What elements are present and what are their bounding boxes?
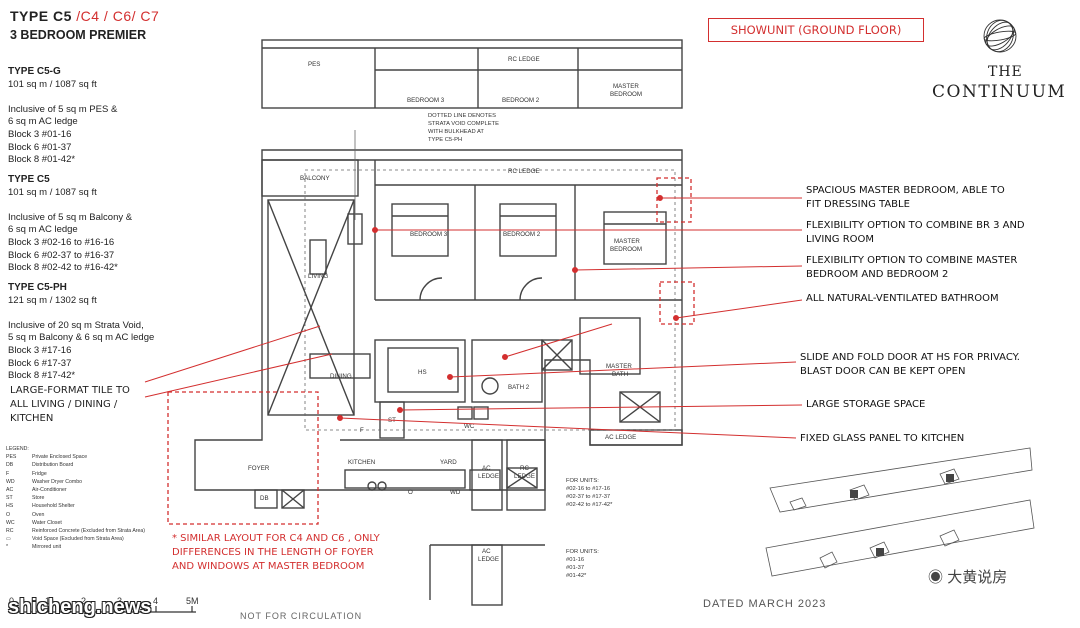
room-ledge-3: LEDGE	[478, 556, 499, 563]
dated-label: DATED MARCH 2023	[703, 598, 827, 610]
unit-type-variants: /C4 / C6/ C7	[71, 8, 160, 24]
room-master-gf-2: BEDROOM	[610, 91, 642, 98]
units-note-line: FOR UNITS:	[566, 549, 599, 555]
room-foyer: FOYER	[248, 465, 270, 472]
unit-type-title: TYPE C5 /C4 / C6/ C7	[10, 8, 159, 24]
unit-type-label: TYPE C5	[10, 8, 72, 24]
spec-c5: TYPE C5 101 sq m / 1087 sq ft Inclusive …	[8, 174, 133, 274]
wechat-watermark: ◉ 大黄说房	[928, 569, 1008, 586]
scale-label: 3	[117, 596, 122, 606]
scale-label: 2	[81, 596, 86, 606]
room-master-gf-1: MASTER	[613, 83, 639, 90]
tile-note: LARGE-FORMAT TILE TO ALL LIVING / DINING…	[10, 385, 130, 424]
spec-title: TYPE C5-G	[8, 66, 61, 77]
scale-label: 4	[153, 596, 158, 606]
room-rc-ledge-top: RC LEDGE	[508, 56, 540, 63]
room-balcony: BALCONY	[300, 175, 330, 182]
room-pes: PES	[308, 61, 320, 68]
units-note-line: #02-16 to #17-16	[566, 486, 610, 492]
foyer-highlight-box	[167, 391, 319, 525]
units-note-line: #01-37	[566, 565, 584, 571]
room-wd: WD	[450, 489, 461, 496]
room-ac-ledge: AC LEDGE	[605, 434, 636, 441]
void-note-line: WITH BULKHEAD AT	[428, 129, 484, 135]
void-note-line: TYPE C5-PH	[428, 137, 462, 143]
room-living: LIVING	[308, 273, 328, 280]
room-master-bath-1: MASTER	[606, 363, 632, 370]
room-wc: WC	[464, 423, 475, 430]
room-yard: YARD	[440, 459, 457, 466]
spec-title: TYPE C5-PH	[8, 282, 67, 293]
room-ledge-2: LEDGE	[514, 473, 535, 480]
void-note-line: STRATA VOID COMPLETE	[428, 121, 499, 127]
not-for-circulation: NOT FOR CIRCULATION	[240, 611, 363, 621]
room-ac-1: AC	[482, 465, 491, 472]
callout-glass-panel: FIXED GLASS PANEL TO KITCHEN	[800, 433, 965, 444]
scale-label: 0	[9, 596, 14, 606]
scale-label: 5M	[186, 596, 199, 606]
room-bedroom2-gf: BEDROOM 2	[502, 97, 540, 104]
units-note-line: #02-42 to #17-42*	[566, 502, 613, 508]
brand-line-1: THE	[988, 64, 1023, 80]
room-hs: HS	[418, 369, 427, 376]
units-note-line: #02-37 to #17-37	[566, 494, 610, 500]
units-note-line: FOR UNITS:	[566, 478, 599, 484]
room-master-bedroom-1: MASTER	[614, 238, 640, 245]
room-dining: DINING	[330, 373, 352, 380]
room-rc-ledge: RC LEDGE	[508, 168, 540, 175]
similar-layout-note: * SIMILAR LAYOUT FOR C4 AND C6 , ONLY DI…	[172, 533, 380, 572]
continuum-logo-icon	[983, 19, 1017, 53]
bathroom-window-highlight-box	[659, 281, 695, 325]
room-master-bath-2: BATH	[612, 371, 628, 378]
master-window-highlight-box	[656, 177, 692, 223]
room-bath2: BATH 2	[508, 384, 530, 391]
room-o: O	[408, 489, 413, 496]
spec-c5ph: TYPE C5-PH 121 sq m / 1302 sq ft Inclusi…	[8, 282, 155, 382]
units-note-line: #01-16	[566, 557, 584, 563]
room-bedroom3-gf: BEDROOM 3	[407, 97, 445, 104]
callout-bathroom: ALL NATURAL-VENTILATED BATHROOM	[806, 293, 999, 304]
room-db: DB	[260, 495, 269, 502]
units-note-line: #01-42*	[566, 573, 587, 579]
room-ac-2: AC	[482, 548, 491, 555]
room-bedroom3: BEDROOM 3	[410, 231, 448, 238]
room-kitchen: KITCHEN	[348, 459, 375, 466]
showunit-label: SHOWUNIT (GROUND FLOOR)	[708, 18, 924, 42]
site-watermark: shicheng.news	[8, 596, 152, 618]
scale-label: 1	[45, 596, 50, 606]
spec-c5g: TYPE C5-G 101 sq m / 1087 sq ft Inclusiv…	[8, 66, 118, 166]
room-ledge-1: LEDGE	[478, 473, 499, 480]
room-f: F	[360, 427, 364, 434]
room-master-bedroom-2: BEDROOM	[610, 246, 642, 253]
room-rc: RC	[520, 465, 529, 472]
wechat-icon: ◉	[928, 569, 944, 586]
unit-subtitle: 3 BEDROOM PREMIER	[10, 28, 147, 42]
legend-title: LEGEND:	[6, 446, 29, 452]
spec-title: TYPE C5	[8, 174, 50, 185]
room-bedroom2: BEDROOM 2	[503, 231, 541, 238]
void-note-line: DOTTED LINE DENOTES	[428, 113, 496, 119]
callout-storage: LARGE STORAGE SPACE	[806, 399, 926, 410]
brand-line-2: CONTINUUM	[932, 82, 1067, 102]
callout-hs-door: SLIDE AND FOLD DOOR AT HS FOR PRIVACY.BL…	[800, 352, 1020, 377]
